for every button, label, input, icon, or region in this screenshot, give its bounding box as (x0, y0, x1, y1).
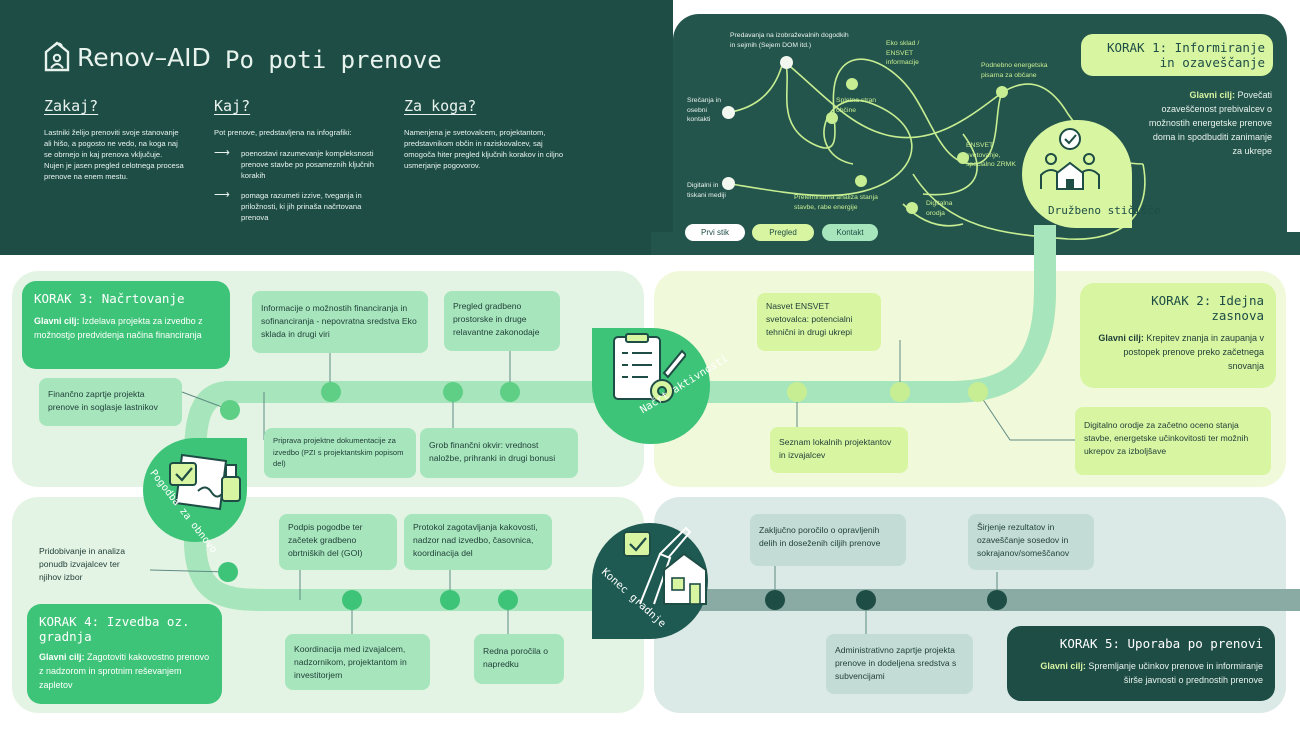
korak2-card: KORAK 2: Idejna zasnova Glavni cilj: Kre… (1080, 283, 1276, 388)
goal-label: Glavni cilj: (34, 316, 80, 326)
korak4-card: KORAK 4: Izvedba oz. gradnja Glavni cilj… (27, 604, 222, 704)
korak2-goal: Glavni cilj: Krepitev znanja in zaupanja… (1092, 331, 1264, 373)
col-zakaj-text: Lastniki želijo prenoviti svoje stanovan… (44, 128, 184, 181)
col-kaj-bullet1: poenostavi razumevanje kompleksnosti pre… (241, 149, 374, 180)
goal-label: Glavni cilj: (1098, 333, 1144, 343)
path-node (787, 382, 807, 402)
box-seznam: Seznam lokalnih projektantov in izvajalc… (770, 427, 908, 473)
col-kaj-bullet2: pomaga razumeti izzive, tveganja in pril… (241, 191, 362, 222)
house-logo-icon (43, 40, 71, 72)
korak1-title-box (1081, 34, 1273, 76)
korak3-goal: Glavni cilj: Izdelava projekta za izvedb… (34, 314, 218, 342)
col-kaj-heading: Kaj? (214, 97, 251, 115)
map-node (957, 152, 969, 164)
map-node (722, 177, 735, 190)
button-prvi-stik[interactable]: Prvi stik (685, 224, 745, 241)
button-kontakt[interactable]: Kontakt (822, 224, 878, 241)
goal-label: Glavni cilj: (1040, 661, 1086, 671)
path-node (342, 590, 362, 610)
korak5-title: KORAK 5: Uporaba po prenovi (1059, 636, 1263, 651)
node-predavanja: Predavanja na izobraževalnih dogodkih in… (730, 32, 849, 49)
map-node (826, 112, 838, 124)
map-node (996, 86, 1008, 98)
node-spletna: Spletna stran občine (836, 97, 877, 114)
node-digitalni-mediji: Digitalni in tiskani mediji (687, 182, 726, 199)
path-node (218, 562, 238, 582)
box-pregled-gradbeno: Pregled gradbeno prostorske in druge rel… (444, 291, 560, 351)
path-node (440, 590, 460, 610)
box-administrativno: Administrativno zaprtje projekta prenove… (826, 634, 973, 694)
korak4-goal: Glavni cilj: Zagotoviti kakovostno preno… (39, 650, 210, 692)
col-zakoga-text: Namenjena je svetovalcem, projektantom, … (404, 128, 564, 170)
path-node (765, 590, 785, 610)
button-pregled[interactable]: Pregled (752, 224, 814, 241)
map-node (855, 175, 867, 187)
goal-label: Glavni cilj: (1189, 90, 1235, 100)
header-right-bottom (651, 232, 1300, 255)
node-digitalna-orodja: Digitalna orodja (926, 200, 953, 217)
path-node (968, 382, 988, 402)
korak5-goal: Glavni cilj: Spremljanje učinkov prenove… (1019, 659, 1263, 687)
logo-text: Renov–AID (77, 43, 211, 72)
korak1-goal: Glavni cilj: Povečati ozaveščenost prebi… (1146, 88, 1272, 158)
box-ensvet-nasvet: Nasvet ENSVET svetovalca: potencialni te… (757, 293, 881, 351)
box-financno-zaprtje: Finančno zaprtje projekta prenove in sog… (39, 378, 182, 426)
col-zakaj-heading: Zakaj? (44, 97, 99, 115)
goal-text: Povečati ozaveščenost prebivalcev o možn… (1148, 90, 1272, 156)
box-redna-porocila: Redna poročila o napredku (474, 634, 564, 684)
path-node (500, 382, 520, 402)
crane-house-icon (620, 524, 712, 608)
path-node (321, 382, 341, 402)
path-node (443, 382, 463, 402)
goal-text: Izdelava projekta za izvedbo z možnostjo… (34, 316, 203, 340)
milestone-druzbeno-label: Družbeno stičišče (1048, 204, 1161, 217)
box-koordinacija: Koordinacija med izvajalcem, nadzornikom… (285, 634, 430, 690)
node-eko-sklad: Eko sklad / ENSVET informacije (886, 40, 920, 66)
path-node (856, 590, 876, 610)
map-node (780, 56, 793, 69)
box-digitalno-orodje: Digitalno orodje za začetno oceno stanja… (1075, 407, 1271, 475)
goal-label: Glavni cilj: (39, 652, 85, 662)
korak5-card: KORAK 5: Uporaba po prenovi Glavni cilj:… (1007, 626, 1275, 701)
goal-text: Zagotoviti kakovostno prenovo z nadzorom… (39, 652, 210, 690)
clipboard-gear-icon (604, 333, 688, 409)
community-icon (1035, 127, 1105, 193)
node-podnebno: Podnebno energetska pisarna za občane (981, 62, 1048, 79)
node-ensvet: ENSVET svetovanje, specialno ZRMK (966, 142, 1016, 168)
path-node (890, 382, 910, 402)
goal-text: Krepitev znanja in zaupanja v postopek p… (1123, 333, 1264, 371)
goal-text: Spremljanje učinkov prenove in informira… (1088, 661, 1263, 685)
box-protokol: Protokol zagotavljanja kakovosti, nadzor… (404, 514, 552, 570)
box-zakljucno-porocilo: Zaključno poročilo o opravljenih delih i… (750, 514, 906, 566)
box-pridobivanje: Pridobivanje in analiza ponudb izvajalce… (30, 536, 150, 590)
contract-icon (168, 447, 248, 517)
node-srecanja: Srečanja in osebni kontakti (687, 97, 722, 123)
map-node (722, 106, 735, 119)
korak3-title: KORAK 3: Načrtovanje (34, 291, 185, 306)
korak2-title: KORAK 2: Idejna zasnova (1151, 293, 1264, 323)
page-title: Po poti prenove (225, 46, 442, 74)
col-zakoga-heading: Za koga? (404, 97, 477, 115)
node-preleminarna: Preleminarna analiza stanja stavbe, rabe… (794, 194, 878, 211)
header-left-panel (0, 0, 673, 255)
arrow-right-icon: ⟶ (214, 189, 230, 201)
path-node (987, 590, 1007, 610)
path-node (498, 590, 518, 610)
box-sirjenje: Širjenje rezultatov in ozaveščanje sosed… (968, 514, 1094, 570)
path-node (220, 400, 240, 420)
korak4-title: KORAK 4: Izvedba oz. gradnja (39, 614, 190, 644)
box-grob-financni: Grob finančni okvir: vrednost naložbe, p… (420, 428, 578, 478)
arrow-right-icon: ⟶ (214, 147, 230, 159)
korak1-title: KORAK 1: Informiranje in ozaveščanje (1106, 40, 1265, 70)
map-node (846, 78, 858, 90)
map-node (906, 202, 918, 214)
korak3-card: KORAK 3: Načrtovanje Glavni cilj: Izdela… (22, 281, 230, 369)
box-informacije-financiranja: Informacije o možnostih financiranja in … (252, 291, 428, 353)
box-priprava-pzi: Priprava projektne dokumentacije za izve… (264, 428, 416, 478)
col-kaj-text: Pot prenove, predstavljena na infografik… (214, 128, 352, 137)
box-podpis-pogodbe: Podpis pogodbe ter začetek gradbeno obrt… (279, 514, 397, 570)
